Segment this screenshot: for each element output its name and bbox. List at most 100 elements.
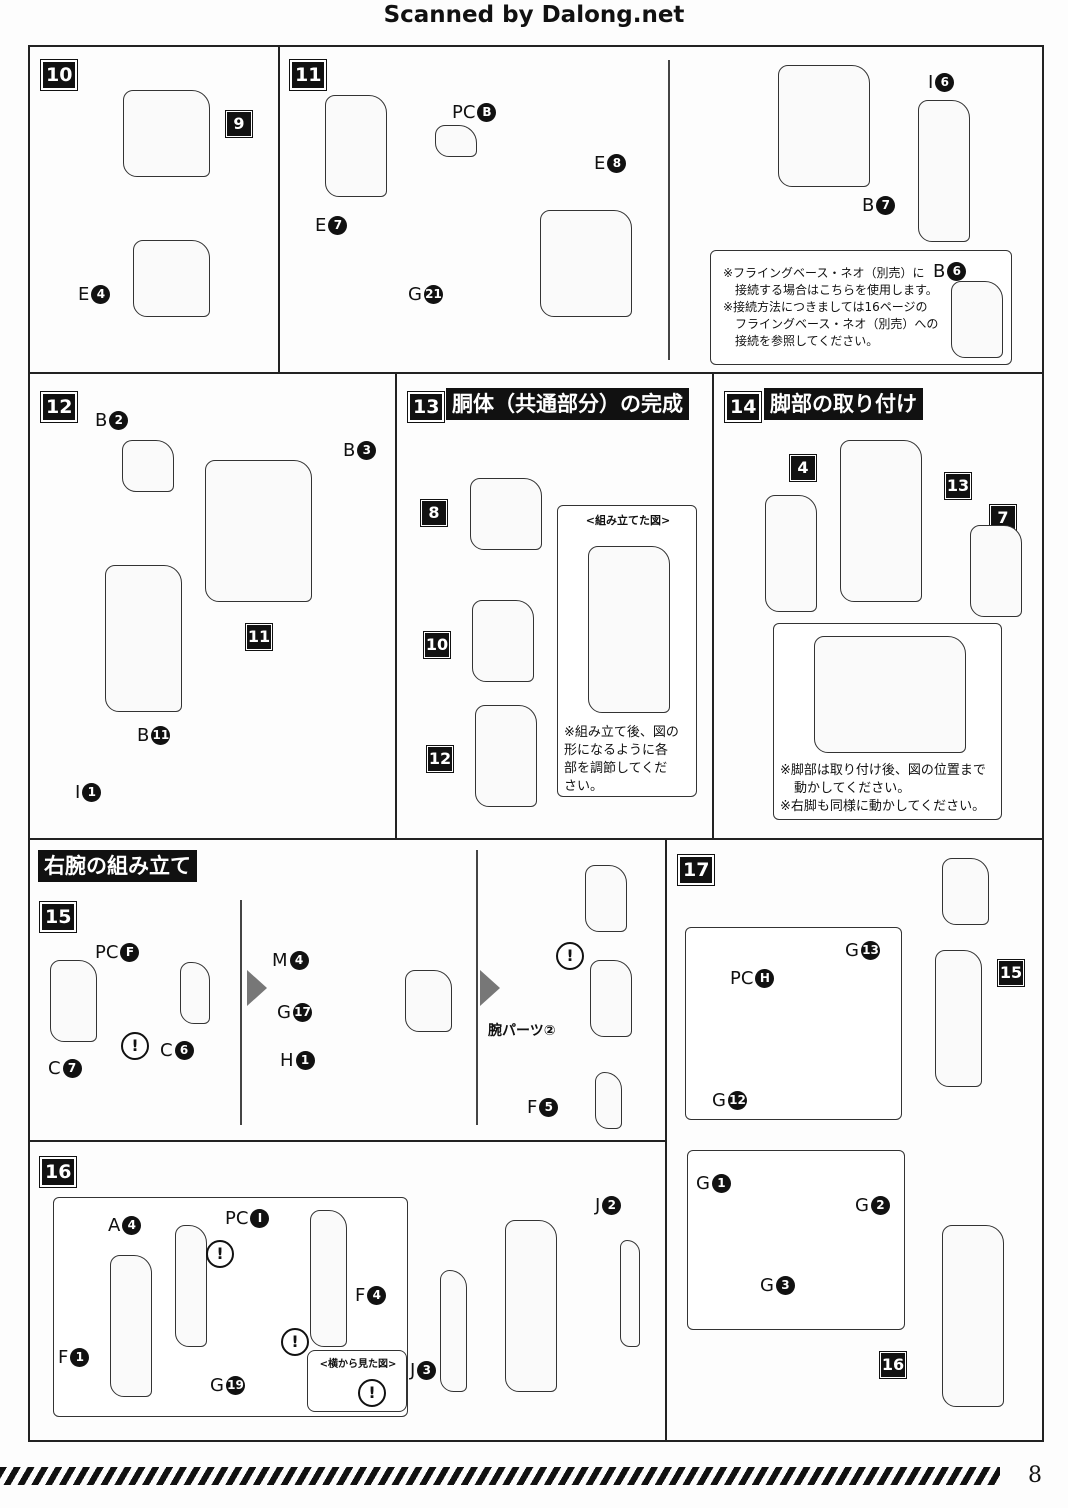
part-illustration (935, 950, 982, 1087)
part-illustration (588, 546, 670, 713)
part-illustration (180, 962, 210, 1024)
section-title: 胴体（共通部分）の完成 (446, 388, 689, 420)
reference-square: 13 (944, 472, 972, 500)
section-title: 右腕の組み立て (38, 850, 197, 882)
step-number: 13 (406, 391, 446, 423)
part-illustration (405, 970, 452, 1032)
part-number-badge: 7 (62, 1059, 82, 1078)
part-number-badge: 3 (775, 1276, 795, 1295)
part-illustration (105, 565, 182, 712)
part-number-badge: 11 (151, 726, 171, 745)
arrow-right-icon (247, 970, 267, 1006)
note-text: ※脚部は取り付け後、図の位置まで (780, 763, 986, 778)
part-illustration (175, 1225, 207, 1347)
footer-stripe (0, 1467, 1000, 1485)
note-text: <横から見た図> (319, 1359, 397, 1370)
step-number: 12 (39, 391, 79, 423)
part-number-badge: 3 (417, 1361, 437, 1380)
part-number-badge: 19 (225, 1376, 245, 1395)
note-text: ※フライングベース・ネオ（別売）に接続する場合はこちらを使用します。※接続方法に… (723, 265, 938, 350)
page-number: 8 (1028, 1463, 1042, 1488)
note-text: 動かしてください。 (794, 781, 911, 796)
part-number-badge: 5 (539, 1098, 559, 1117)
note-text: フライングベース・ネオ（別売）への (735, 317, 939, 331)
note-text: ※組み立て後、図の形になるように各部を調節してください。 (564, 724, 679, 796)
step-number: 14 (723, 391, 763, 423)
part-number-badge: 1 (295, 1051, 315, 1070)
part-number-badge: 2 (602, 1196, 622, 1215)
part-illustration (122, 440, 174, 492)
note-text: 形になるように各 (564, 743, 669, 758)
part-number-badge: 12 (727, 1091, 747, 1110)
reference-square: 16 (879, 1351, 907, 1379)
part-illustration (970, 525, 1022, 617)
part-illustration (595, 1072, 622, 1129)
reference-square: 11 (245, 623, 273, 651)
step-15-panel (28, 838, 667, 1142)
divider (240, 900, 242, 1125)
part-number-badge: 4 (289, 951, 309, 970)
part-number-badge: H (755, 969, 775, 988)
step-number: 16 (38, 1156, 78, 1188)
arrow-right-icon (480, 970, 500, 1006)
part-illustration (814, 636, 966, 753)
part-illustration (505, 1220, 557, 1392)
reference-square: 9 (225, 110, 253, 138)
note-text: ※脚部は取り付け後、図の位置まで動かしてください。※右脚も同様に動かしてください… (780, 762, 986, 816)
part-illustration (133, 240, 210, 317)
note-text: ※接続方法につきましては16ページの (723, 300, 928, 314)
part-illustration (110, 1255, 152, 1397)
part-illustration (918, 100, 970, 242)
reference-square: 4 (789, 454, 817, 482)
part-number-badge: 6 (935, 73, 955, 92)
part-illustration (765, 495, 817, 612)
note-text: 接続を参照してください。 (735, 334, 879, 348)
step-12-panel (28, 372, 397, 840)
part-number-badge: 1 (711, 1174, 731, 1193)
scan-credit: Scanned by Dalong.net (383, 2, 685, 28)
part-number-badge: 13 (860, 941, 880, 960)
note-text: 部を調節してくだ (564, 761, 668, 776)
part-illustration (951, 281, 1003, 358)
part-number-badge: B (477, 103, 497, 122)
part-illustration (942, 858, 989, 925)
part-number-badge: 4 (122, 1216, 142, 1235)
part-number-badge: I (250, 1209, 270, 1228)
part-number-badge: F (120, 943, 140, 962)
part-illustration (435, 125, 477, 157)
reference-square: 8 (420, 499, 448, 527)
part-number-badge: 4 (91, 285, 111, 304)
note-box: ※脚部は取り付け後、図の位置まで動かしてください。※右脚も同様に動かしてください… (773, 623, 1002, 820)
part-illustration (325, 95, 387, 197)
part-illustration (590, 960, 632, 1037)
part-illustration (440, 1270, 467, 1392)
part-illustration (585, 865, 627, 932)
part-number-badge: 7 (876, 196, 896, 215)
caution-icon: ! (281, 1328, 309, 1356)
part-number-badge: 4 (367, 1286, 387, 1305)
part-illustration (470, 478, 542, 550)
part-illustration (475, 705, 537, 807)
reference-square: 10 (423, 631, 451, 659)
note-text: <組み立てた図> (585, 514, 671, 527)
caution-icon: ! (358, 1379, 386, 1407)
reference-square: 12 (426, 745, 454, 773)
reference-square: 15 (997, 959, 1025, 987)
